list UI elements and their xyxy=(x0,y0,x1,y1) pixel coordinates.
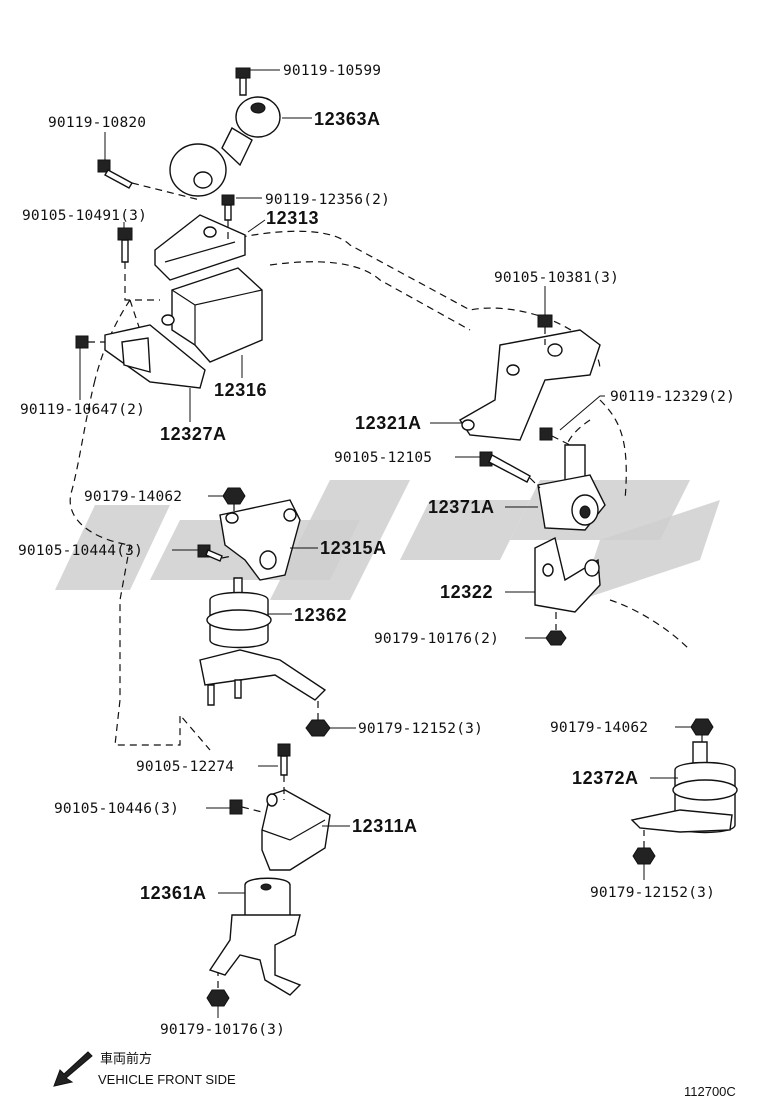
callout-90179-12152-right: 90179-12152(3) xyxy=(590,885,715,901)
callout-labels: 90119-10599 12363A 90119-10820 90119-123… xyxy=(18,63,735,1038)
callout-90105-10381: 90105-10381(3) xyxy=(494,270,619,286)
callout-90119-12329: 90119-12329(2) xyxy=(610,389,735,405)
callout-90105-12105: 90105-12105 xyxy=(334,450,432,466)
direction-indicator: 車両前方 VEHICLE FRONT SIDE xyxy=(53,1051,236,1087)
diagram-code: 112700C xyxy=(684,1084,736,1099)
bolt-90119-12356 xyxy=(221,194,235,221)
bracket-12311a xyxy=(261,789,331,871)
bolt-90105-12105 xyxy=(479,451,531,483)
mount-12372a xyxy=(630,741,738,834)
direction-label-jp: 車両前方 xyxy=(100,1051,152,1066)
bolt-90105-12274 xyxy=(277,743,291,776)
mount-12361a xyxy=(208,877,302,996)
bolt-90105-10381 xyxy=(537,314,553,328)
callout-12363a: 12363A xyxy=(314,109,381,129)
leader-lines xyxy=(79,69,691,1018)
mount-12362 xyxy=(199,577,327,706)
callout-90179-14062-left: 90179-14062 xyxy=(84,489,182,505)
callout-12316: 12316 xyxy=(214,380,267,400)
assembly-lines xyxy=(88,182,703,988)
direction-label-en: VEHICLE FRONT SIDE xyxy=(98,1072,236,1087)
bolt-90119-10647 xyxy=(75,335,89,349)
bracket-12321a xyxy=(459,329,601,441)
callout-12321a: 12321A xyxy=(355,413,422,433)
callout-12362: 12362 xyxy=(294,605,347,625)
callout-90179-14062-right: 90179-14062 xyxy=(550,720,648,736)
bolt-90119-12329 xyxy=(539,427,553,441)
nut-90179-14062-right xyxy=(690,718,714,736)
callout-12371a: 12371A xyxy=(428,497,495,517)
callout-90119-10599: 90119-10599 xyxy=(283,63,381,79)
bolt-90105-10444 xyxy=(197,544,223,562)
callout-90105-10446: 90105-10446(3) xyxy=(54,801,179,817)
bracket-12315a xyxy=(219,499,301,581)
callout-12361a: 12361A xyxy=(140,883,207,903)
callout-90105-10444: 90105-10444(3) xyxy=(18,543,143,559)
callout-12313: 12313 xyxy=(266,208,319,228)
bolt-90105-10491 xyxy=(117,227,133,263)
callout-12372a: 12372A xyxy=(572,768,639,788)
callout-12315a: 12315A xyxy=(320,538,387,558)
callout-90179-12152-left: 90179-12152(3) xyxy=(358,721,483,737)
bolt-90105-10446 xyxy=(229,799,243,815)
nut-90179-10176-2 xyxy=(545,630,567,646)
mount-12371a xyxy=(537,444,606,531)
callout-90105-10491: 90105-10491(3) xyxy=(22,208,147,224)
callout-90179-10176-3: 90179-10176(3) xyxy=(160,1022,285,1038)
callout-90119-10647: 90119-10647(2) xyxy=(20,402,145,418)
callout-90179-10176-2: 90179-10176(2) xyxy=(374,631,499,647)
callout-90119-12356: 90119-12356(2) xyxy=(265,192,390,208)
bolt-90119-10820 xyxy=(97,159,133,189)
nut-90179-12152-right xyxy=(632,847,656,865)
bracket-12327a xyxy=(104,324,206,389)
nut-90179-10176-3 xyxy=(206,989,230,1007)
callout-12327a: 12327A xyxy=(160,424,227,444)
callout-90105-12274: 90105-12274 xyxy=(136,759,234,775)
bracket-12313 xyxy=(154,214,246,281)
bracket-12316 xyxy=(161,267,263,363)
mount-12363a xyxy=(169,67,281,197)
front-arrow-icon xyxy=(53,1051,93,1087)
callout-12311a: 12311A xyxy=(352,816,418,836)
bracket-12322 xyxy=(534,536,601,613)
nut-90179-14062 xyxy=(222,487,246,505)
callout-90119-10820: 90119-10820 xyxy=(48,115,146,131)
callout-12322: 12322 xyxy=(440,582,493,602)
nut-90179-12152-left xyxy=(305,719,331,737)
